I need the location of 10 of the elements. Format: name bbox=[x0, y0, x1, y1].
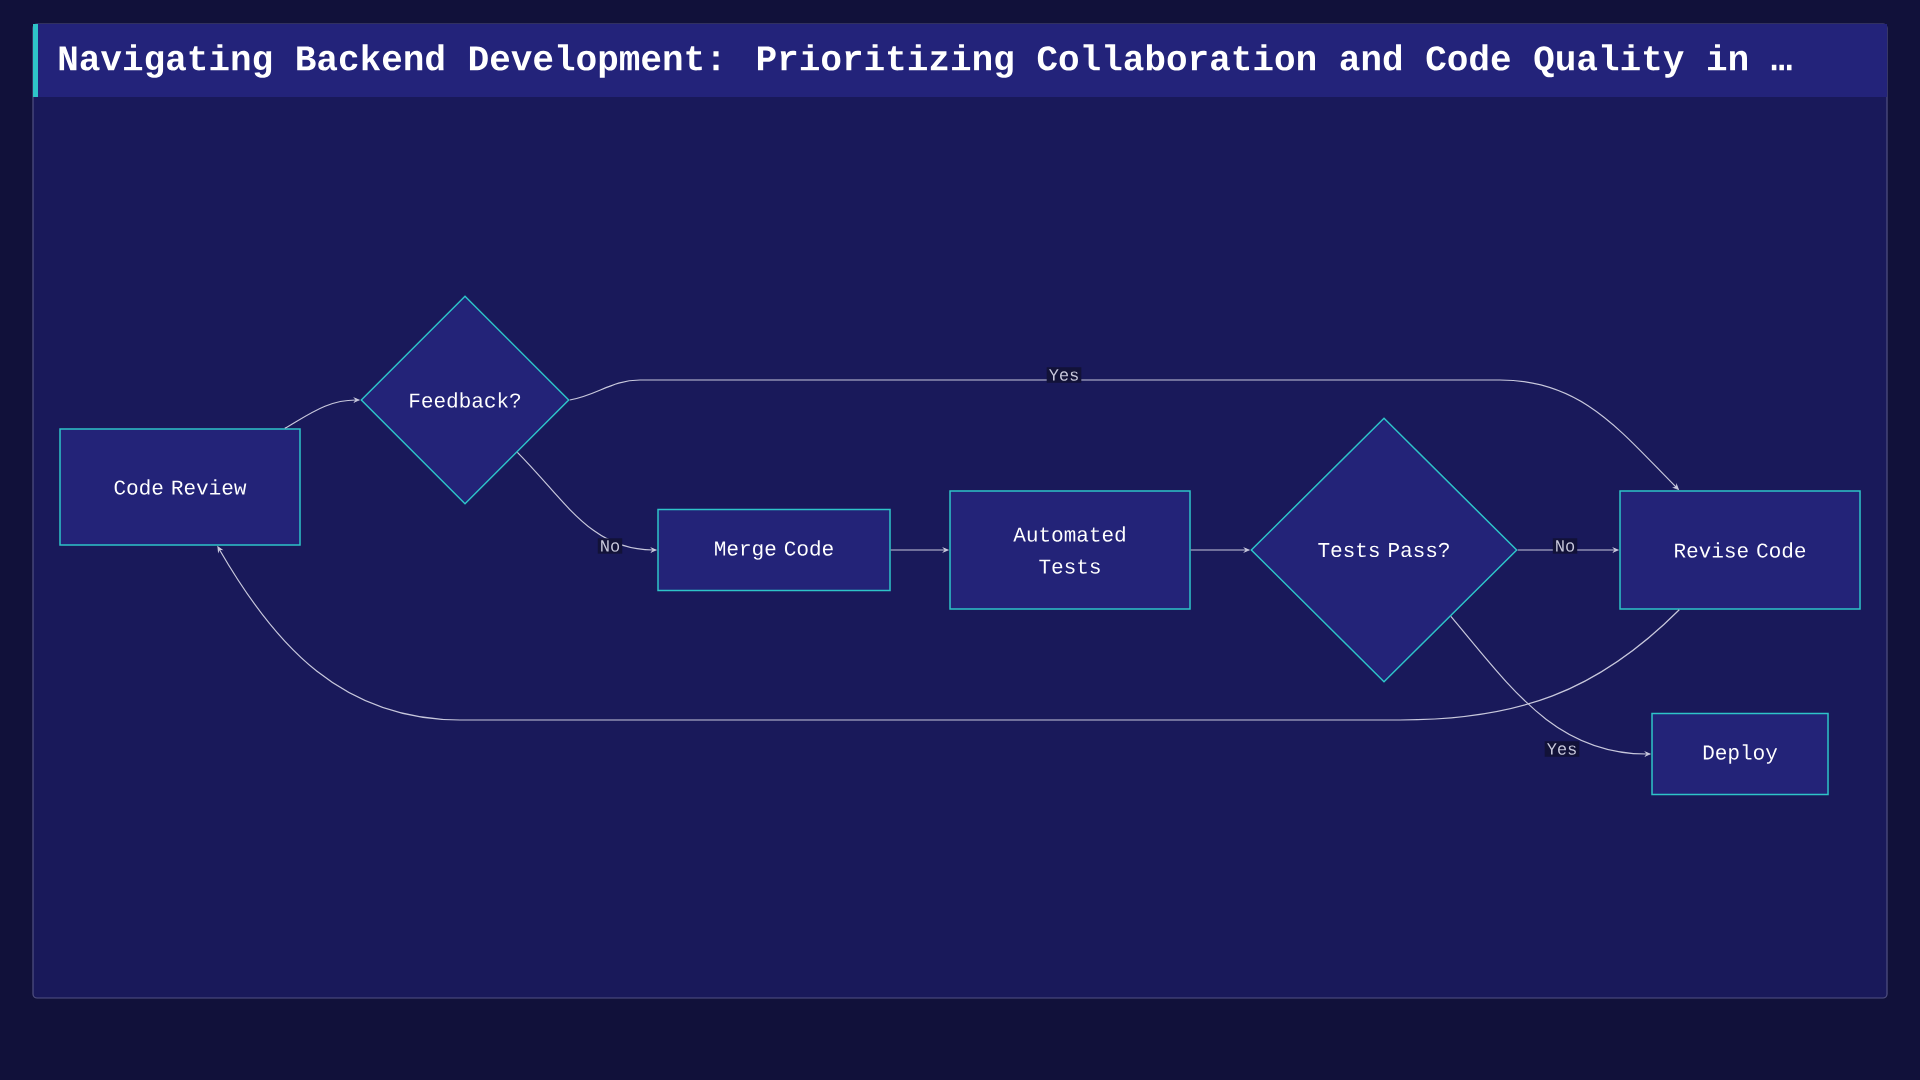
edge-label: Yes bbox=[1544, 741, 1580, 757]
process-box: Deploy bbox=[1651, 712, 1829, 796]
edge-label: Yes bbox=[1046, 367, 1082, 383]
edge-label: No bbox=[597, 538, 623, 554]
process-box: Automated Tests bbox=[949, 490, 1191, 610]
process-box: Code Review bbox=[59, 428, 301, 546]
process-box: Merge Code bbox=[657, 508, 891, 592]
process-box: Revise Code bbox=[1619, 490, 1861, 610]
edge-label: No bbox=[1552, 538, 1578, 554]
title-bar: Navigating Backend Development: Prioritizing Collaboration and Code Quality in … bbox=[33, 24, 1887, 97]
